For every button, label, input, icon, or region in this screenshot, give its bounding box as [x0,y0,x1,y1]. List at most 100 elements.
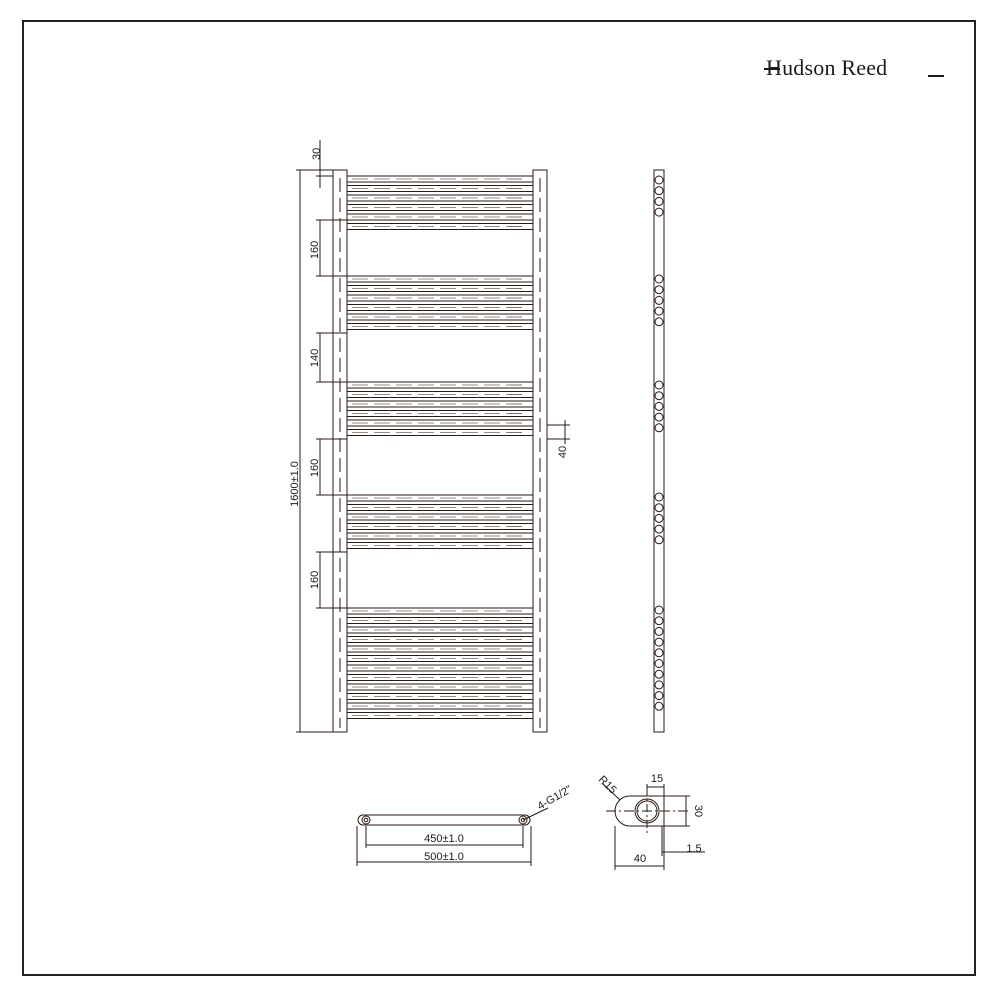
towel-rail [346,693,534,700]
side-circle [654,186,664,196]
towel-rail [346,683,534,691]
side-circle [654,648,664,658]
brand-logo: Hudson Reed [766,55,888,80]
side-circle [654,513,664,523]
side-circle [654,669,664,679]
towel-rail [346,532,534,540]
towel-rail [346,617,534,624]
towel-rail [346,391,534,398]
side-circle [654,492,664,502]
towel-rails [346,175,534,719]
offset-label: 15 [651,773,663,785]
towel-rail [346,607,534,615]
overall-height-dimension [296,169,333,733]
towel-rail [346,410,534,417]
wall-label: 1.5 [686,843,701,855]
side-circle [654,680,664,690]
top-offset-dimension [316,140,333,188]
towel-rail [346,645,534,653]
towel-rail [346,626,534,634]
brand-lead-stroke [764,68,780,70]
connection-label: 4-G1/2" [536,783,575,812]
spacing-label-2: 140 [309,349,321,367]
side-circle [654,196,664,206]
radius-label: R15 [596,774,619,797]
side-circle [654,401,664,411]
side-circle [654,380,664,390]
side-circle [654,274,664,284]
overall-height-label: 1600±1.0 [289,461,301,507]
drawing-frame [22,20,976,976]
towel-rail [346,494,534,502]
towel-rail [346,313,534,321]
side-circle [654,175,664,185]
towel-rail [346,429,534,436]
towel-rail [346,702,534,710]
towel-rail [346,636,534,643]
towel-rail [346,275,534,283]
towel-rail [346,304,534,311]
towel-rail [346,504,534,511]
side-circle [654,524,664,534]
side-connection-circles [654,175,664,711]
rail-group-1 [346,175,534,230]
towel-rail [346,712,534,719]
bar-height-label: 40 [557,446,569,458]
towel-rail [346,194,534,202]
spacing-dimension-1 [316,219,347,277]
top-view [356,807,549,866]
spacing-label-4: 160 [309,571,321,589]
side-circle [654,616,664,626]
towel-rail [346,185,534,192]
side-circle [654,391,664,401]
towel-rail [346,523,534,530]
towel-rail [346,294,534,302]
spacing-dimension-2 [316,332,347,383]
centres-label: 450±1.0 [424,833,464,845]
left-connection [361,815,371,825]
brand-tail-stroke [928,75,944,77]
towel-rail [346,513,534,521]
rail-group-3 [346,381,534,436]
side-circle [654,659,664,668]
towel-rail [346,400,534,408]
towel-rail [346,655,534,662]
side-circle [654,535,664,545]
side-circle [654,412,664,422]
side-circle [654,306,664,316]
towel-rail [346,323,534,330]
side-circle [654,285,664,295]
right-riser [532,169,548,733]
towel-rail [346,175,534,183]
spacing-dimension-3 [316,438,347,496]
side-circle [654,626,664,636]
width-label: 500±1.0 [424,851,464,863]
towel-rail [346,674,534,681]
towel-rail [346,223,534,230]
top-offset-label: 30 [311,148,323,160]
side-view [653,169,665,733]
spacing-label-1: 160 [309,241,321,259]
top-rail-body [357,814,531,826]
section-profile [614,795,665,827]
rail-group-4 [346,494,534,549]
side-circle [654,423,664,433]
towel-rail [346,285,534,292]
side-profile [653,169,665,733]
side-circle [654,295,664,305]
towel-rail [346,664,534,672]
side-circle [654,637,664,647]
front-view [296,140,570,733]
side-circle [654,503,664,513]
section-height-label: 30 [692,805,704,817]
side-circle [654,207,664,217]
towel-rail [346,204,534,211]
right-connection [518,815,528,825]
connection-leader [522,807,549,821]
side-circle [654,691,664,701]
bar-height-dimension [547,420,570,444]
spacing-dimension-4 [316,551,347,609]
side-circle [654,317,664,327]
rail-group-5 [346,607,534,719]
